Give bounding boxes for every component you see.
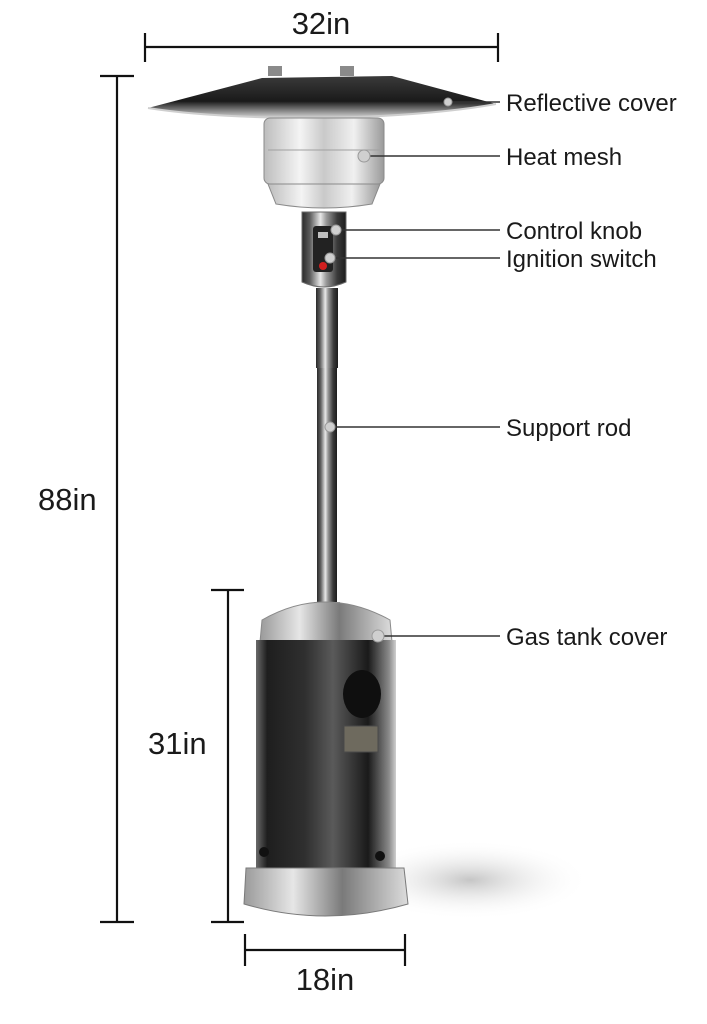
label-ignition-switch: Ignition switch [324,246,657,273]
dimension-base-height-label: 31in [148,726,207,761]
label-control-knob: Control knob [330,218,642,245]
heat-mesh-shape [263,117,385,209]
dimension-base-width: 18in [243,934,407,997]
gas-tank-cover-shape [243,601,409,917]
dimension-top-width: 32in [143,6,500,62]
dimension-base-height: 31in [148,588,244,924]
dimension-base-width-label: 18in [296,962,355,997]
dimension-top-width-label: 32in [292,6,351,41]
label-support-rod: Support rod [324,415,631,442]
heater-illustration [147,66,590,920]
floor-shadow [350,840,590,920]
label-gas-tank-cover: Gas tank cover [371,624,667,651]
reflective-cover-label: Reflective cover [506,90,677,117]
support-rod-shape [314,288,340,612]
label-heat-mesh: Heat mesh [357,144,622,171]
support-rod-label: Support rod [506,415,631,442]
dimension-total-height-label: 88in [38,482,97,517]
gas-tank-cover-label: Gas tank cover [506,624,667,651]
reflective-cover-shape [147,66,497,120]
control-knob-label: Control knob [506,218,642,245]
label-reflective-cover: Reflective cover [443,90,677,117]
heat-mesh-label: Heat mesh [506,144,622,171]
control-housing-shape [301,211,347,288]
dimension-total-height: 88in [38,74,134,924]
ignition-switch-label: Ignition switch [506,246,657,273]
